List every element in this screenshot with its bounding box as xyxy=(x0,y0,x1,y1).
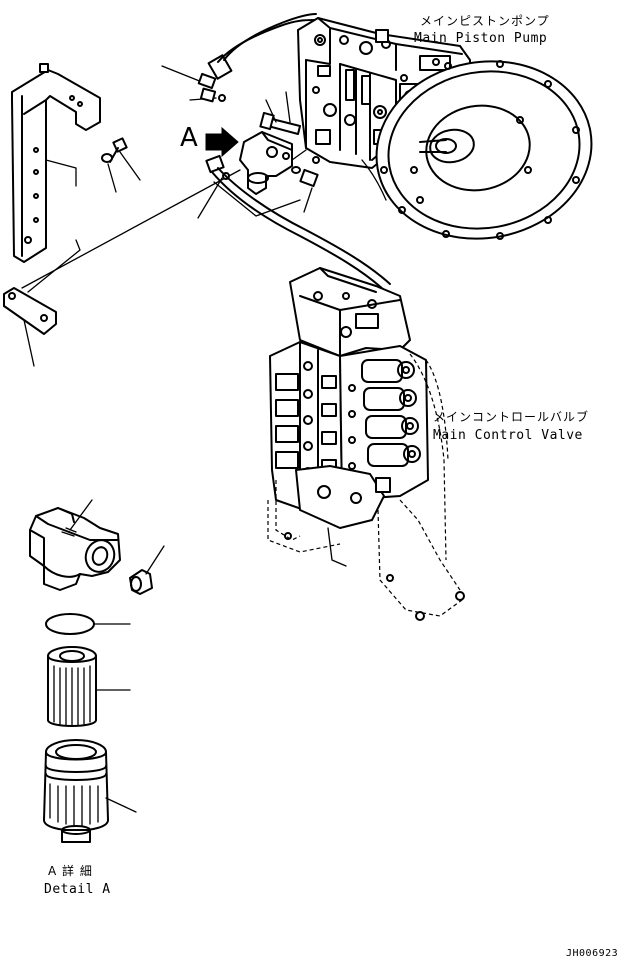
bolt-washer-small xyxy=(101,137,141,193)
main-piston-pump xyxy=(297,17,593,240)
drawing-code: JH006923 xyxy=(566,948,619,959)
filter-case xyxy=(43,739,137,843)
main-control-valve xyxy=(267,267,465,621)
detail-label-en: Detail A xyxy=(44,882,111,897)
filter-head-assembled xyxy=(197,91,319,219)
hose-to-valve xyxy=(211,167,391,291)
valve-label-jp: メインコントロールバルブ xyxy=(433,410,590,424)
pump-label-en: Main Piston Pump xyxy=(414,31,548,46)
pump-label-jp: メインピストンポンプ xyxy=(420,14,550,28)
detail-a-exploded xyxy=(29,499,165,843)
hose-fittings-top xyxy=(161,13,317,103)
filter-element xyxy=(47,646,131,727)
detail-label-jp: A 詳 細 xyxy=(48,864,93,878)
mounting-bracket xyxy=(11,63,101,263)
filter-mount-plate xyxy=(3,239,81,367)
view-marker-a: A xyxy=(180,123,199,153)
valve-label-en: Main Control Valve xyxy=(433,428,583,443)
view-arrow xyxy=(205,126,239,158)
